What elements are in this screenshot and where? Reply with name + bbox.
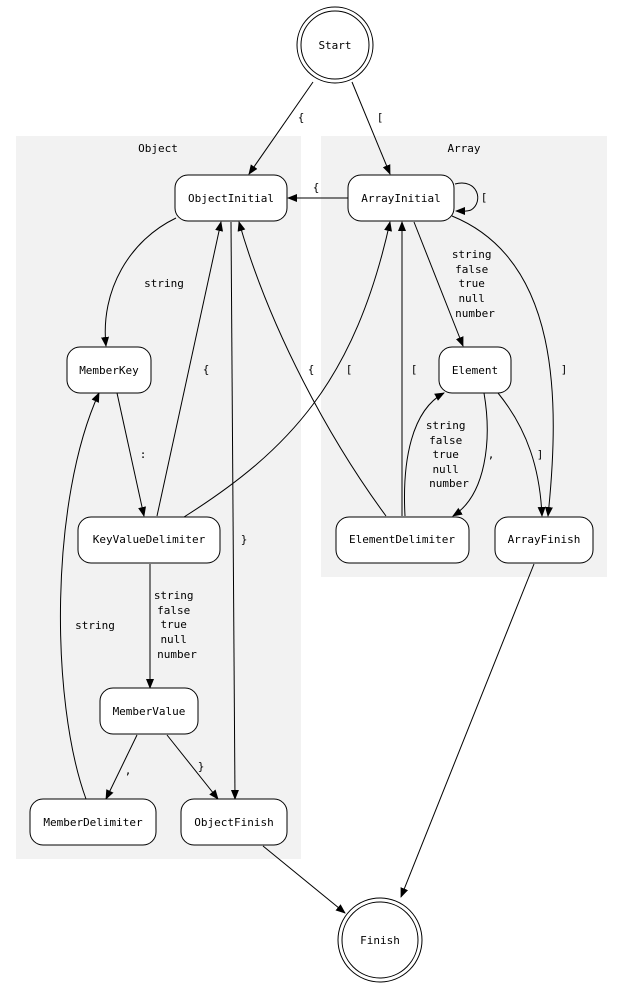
edge-label-value-delim: ,	[125, 764, 132, 777]
edges: { [ { [ string : { [ string false true n…	[59, 81, 568, 914]
node-start: Start	[296, 6, 374, 84]
edge-member-value-object-finish	[166, 734, 219, 800]
edge-label-array-element-line: null	[458, 292, 485, 305]
edge-array-initial-element	[413, 221, 464, 347]
node-start-label: Start	[318, 39, 351, 52]
node-finish-label: Finish	[360, 934, 400, 947]
edge-object-finish-finish	[262, 845, 346, 914]
edge-label-delim-element-line: string	[426, 419, 466, 432]
array-cluster-label: Array	[447, 142, 480, 155]
node-array-initial-label: ArrayInitial	[361, 192, 440, 205]
edge-label-delim-element: string false true null number	[426, 419, 472, 490]
edge-member-value-member-delimiter	[105, 734, 138, 800]
edge-label-delim-element-line: true	[432, 448, 459, 461]
edge-label-start-object: {	[298, 111, 305, 124]
edge-label-kvd-value-line: null	[160, 633, 187, 646]
node-object-initial-label: ObjectInitial	[188, 192, 274, 205]
node-element-label: Element	[452, 364, 498, 377]
edge-label-kvd-value-line: true	[160, 618, 187, 631]
node-array-initial: ArrayInitial	[347, 174, 455, 222]
edge-label-element-finish: ]	[537, 448, 544, 461]
edge-object-initial-object-finish	[230, 221, 239, 800]
node-member-key-label: MemberKey	[79, 364, 139, 377]
edge-label-value-finish: }	[198, 760, 205, 773]
edge-label-delim-element-line: false	[429, 434, 462, 447]
node-object-finish-label: ObjectFinish	[194, 816, 273, 829]
edge-label-delim-array: [	[411, 363, 418, 376]
edge-label-array-element-line: true	[458, 277, 485, 290]
edge-object-initial-member-key	[101, 217, 177, 347]
edge-label-kvd-value: string false true null number	[154, 589, 200, 661]
node-array-finish-label: ArrayFinish	[508, 533, 581, 546]
edge-array-initial-array-finish	[451, 215, 554, 517]
edge-label-delim-object: {	[308, 363, 315, 376]
edge-element-delimiter-element	[404, 392, 445, 517]
node-element-delimiter-label: ElementDelimiter	[349, 533, 455, 546]
edge-label-kvd-object: {	[203, 363, 210, 376]
edge-label-start-array: [	[377, 111, 384, 124]
edge-label-array-object: {	[313, 181, 320, 194]
edge-label-element-delim: ,	[488, 448, 495, 461]
edge-label-kvd-value-line: string	[154, 589, 194, 602]
node-key-value-delimiter-label: KeyValueDelimiter	[93, 533, 206, 546]
object-cluster: Object	[16, 136, 301, 859]
edge-label-delim-element-line: null	[432, 463, 459, 476]
node-member-delimiter: MemberDelimiter	[29, 798, 157, 846]
edge-label-array-self: [	[481, 191, 488, 204]
node-array-finish: ArrayFinish	[494, 516, 594, 564]
node-member-value-label: MemberValue	[113, 705, 186, 718]
node-object-initial: ObjectInitial	[174, 174, 288, 222]
edge-array-finish-finish	[400, 563, 535, 898]
edge-label-array-element-line: false	[455, 263, 488, 276]
edge-element-element-delimiter	[452, 392, 488, 517]
edge-label-kvd-value-line: false	[157, 604, 190, 617]
edge-member-delimiter-member-key	[59, 392, 100, 800]
node-member-delimiter-label: MemberDelimiter	[43, 816, 143, 829]
node-key-value-delimiter: KeyValueDelimiter	[77, 516, 221, 564]
edge-kvd-array-initial	[183, 221, 392, 518]
node-member-key: MemberKey	[66, 346, 152, 394]
edge-element-array-finish	[497, 392, 546, 517]
edge-label-key-kvd: :	[140, 448, 147, 461]
node-element-delimiter: ElementDelimiter	[335, 516, 470, 564]
edge-element-delimiter-object-initial	[237, 221, 387, 517]
edge-label-delim-key: string	[75, 619, 115, 632]
nodes: Start Finish ObjectInitial MemberKey Key…	[29, 6, 594, 983]
edge-start-array-initial	[351, 81, 391, 175]
edge-start-object-initial	[248, 81, 314, 175]
node-element: Element	[438, 346, 512, 394]
node-finish: Finish	[337, 897, 423, 983]
edge-label-kvd-value-line: number	[157, 648, 197, 661]
edge-kvd-object-initial	[156, 221, 223, 517]
edge-label-array-element-line: number	[455, 307, 495, 320]
edge-label-object-finish: }	[241, 533, 248, 546]
edge-label-array-element-line: string	[452, 248, 492, 261]
edge-label-delim-element-line: number	[429, 477, 469, 490]
edge-label-array-finish: ]	[561, 363, 568, 376]
object-cluster-label: Object	[138, 142, 178, 155]
edge-array-initial-self	[454, 182, 479, 216]
node-member-value: MemberValue	[99, 687, 199, 735]
edge-label-kvd-array: [	[346, 363, 353, 376]
node-object-finish: ObjectFinish	[180, 798, 288, 846]
edge-member-key-kvd	[116, 392, 146, 517]
edge-label-object-key: string	[144, 277, 184, 290]
edge-label-array-element: string false true null number	[452, 248, 498, 320]
